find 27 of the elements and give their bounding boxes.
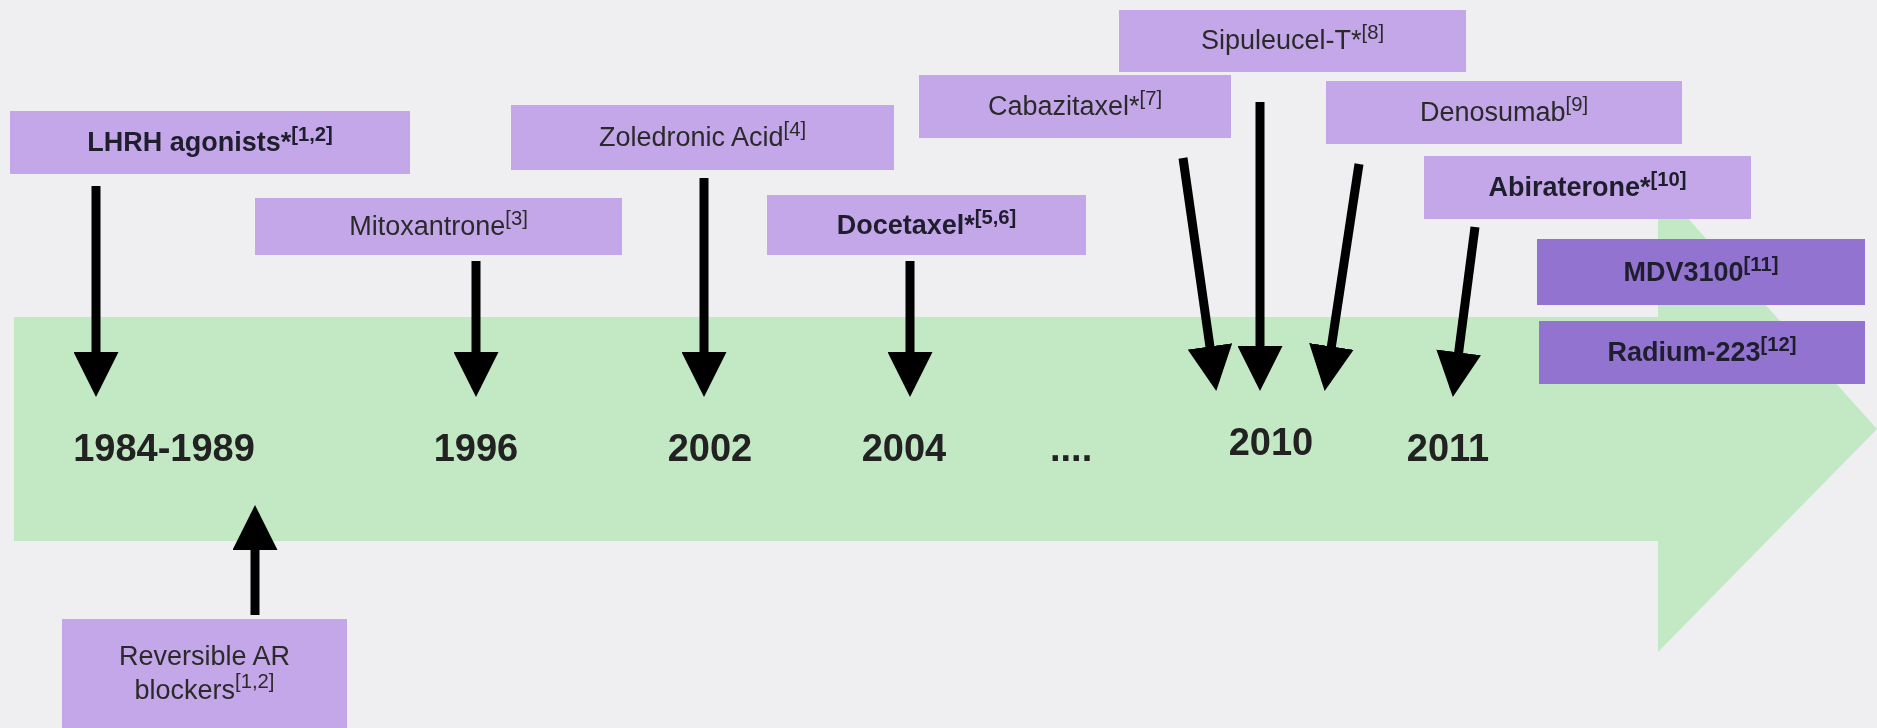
drug-box: LHRH agonists*$^{[1,2]}$ [10, 111, 410, 174]
ellipsis-label: .... [1050, 426, 1093, 471]
year-label: 2010 [1191, 414, 1351, 470]
drug-box: Denosumab$^{[9]}$ [1326, 81, 1682, 144]
year-label: 2004 [824, 420, 984, 476]
arrow [1309, 163, 1364, 391]
year-label: 2002 [630, 420, 790, 476]
drug-box: MDV3100$^{[11]}$ [1537, 239, 1865, 305]
arrow [1178, 157, 1233, 391]
drug-box: Zoledronic Acid$^{[4]}$ [511, 105, 894, 170]
arrow [453, 261, 499, 397]
drug-box: Radium-223$^{[12]}$ [1539, 321, 1865, 384]
drug-box: Docetaxel*$^{[5,6]}$ [767, 195, 1086, 255]
year-label: 2011 [1368, 420, 1528, 476]
drug-box: Mitoxantrone$^{[3]}$ [255, 198, 622, 255]
year-label: 1996 [396, 420, 556, 476]
arrow [1436, 226, 1481, 397]
drug-box: Sipuleucel-T*$^{[8]}$ [1119, 10, 1466, 72]
arrow [887, 261, 933, 397]
arrow [73, 186, 119, 397]
arrow [1237, 102, 1283, 391]
drug-box: Abiraterone*$^{[10]}$ [1424, 156, 1751, 219]
drug-box: Reversible AR blockers$^{[1,2]}$ [62, 619, 347, 728]
drug-box: Cabazitaxel*$^{[7]}$ [919, 75, 1231, 138]
arrow [232, 505, 278, 615]
year-label: 1984-1989 [44, 420, 284, 476]
arrow [681, 178, 727, 397]
